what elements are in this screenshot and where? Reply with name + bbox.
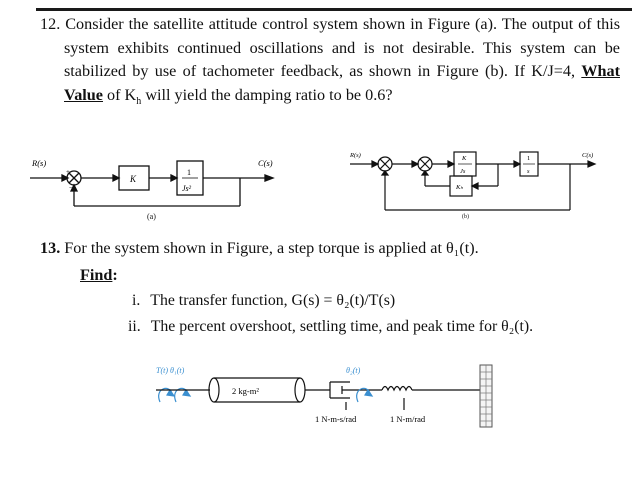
figure-b-block-diagram: R(s) K Js 1 s Kₕ C(s) bbox=[349, 151, 597, 211]
fig-b-block1-num: K bbox=[461, 155, 467, 162]
fig-a-gain: K bbox=[129, 174, 137, 184]
fig-a-plant-den: Js² bbox=[182, 184, 192, 193]
top-rule bbox=[36, 8, 632, 11]
figure-a-block-diagram: R(s) + − K 1 Js² C(s) bbox=[30, 158, 275, 207]
find-label: Find bbox=[80, 266, 113, 284]
inertia-label: 2 kg-m² bbox=[232, 386, 259, 396]
item2-marker: ii. bbox=[128, 318, 141, 335]
q12-what-value: What Value bbox=[64, 62, 620, 104]
spring-label: 1 N-m/rad bbox=[390, 414, 426, 424]
q12-text-a: Consider the satellite attitude control … bbox=[64, 15, 621, 80]
q12-text-b: of K bbox=[107, 85, 137, 104]
theta2-arrow-icon bbox=[356, 387, 374, 403]
mechanical-system-diagram: T(t) θ₁(t) 2 k bbox=[156, 364, 493, 428]
fig-a-input-label: R(s) bbox=[31, 158, 46, 168]
torque-arrows-icon bbox=[158, 387, 192, 403]
fig-a-plus-sign: + bbox=[66, 168, 70, 176]
torque-theta1-label: T(t) θ₁(t) bbox=[156, 366, 185, 375]
list-item-1: i. The transfer function, G(s) = θ₂(t)/T… bbox=[132, 292, 395, 310]
fig-a-minus-sign: − bbox=[69, 184, 73, 192]
item1-marker: i. bbox=[132, 292, 141, 309]
q13-text: For the system shown in Figure, a step t… bbox=[64, 239, 479, 257]
q12-number: 12. bbox=[40, 15, 61, 33]
q12-text-c: will yield the damping ratio to be 0.6? bbox=[145, 85, 393, 104]
question-12: 12. Consider the satellite attitude cont… bbox=[40, 13, 620, 113]
q13-number: 13. bbox=[40, 239, 61, 257]
fig-b-block2-num: 1 bbox=[527, 155, 530, 162]
list-item-2: ii. The percent overshoot, settling time… bbox=[128, 318, 533, 336]
question-13: 13. For the system shown in Figure, a st… bbox=[40, 237, 479, 259]
fig-b-block2-den: s bbox=[527, 168, 530, 175]
fig-b-feedback-gain: Kₕ bbox=[455, 184, 463, 191]
item1-text: The transfer function, G(s) = θ₂(t)/T(s) bbox=[150, 292, 396, 309]
fig-a-output-label: C(s) bbox=[258, 158, 273, 168]
fig-b-output-label: C(s) bbox=[582, 152, 593, 159]
theta2-label: θ₂(t) bbox=[346, 366, 361, 375]
item2-text: The percent overshoot, settling time, an… bbox=[150, 318, 534, 335]
fixed-wall-icon bbox=[479, 364, 493, 428]
q12-sub-h: h bbox=[136, 95, 142, 107]
fig-b-block1-den: Js bbox=[460, 168, 466, 175]
fig-b-caption: (b) bbox=[462, 214, 469, 220]
damper-label: 1 N-m-s/rad bbox=[315, 414, 357, 424]
fig-b-input-label: R(s) bbox=[349, 152, 361, 159]
fig-a-caption: (a) bbox=[147, 212, 156, 221]
find-heading: Find: bbox=[80, 266, 118, 285]
fig-a-plant-num: 1 bbox=[187, 168, 191, 177]
find-colon: : bbox=[112, 266, 118, 284]
